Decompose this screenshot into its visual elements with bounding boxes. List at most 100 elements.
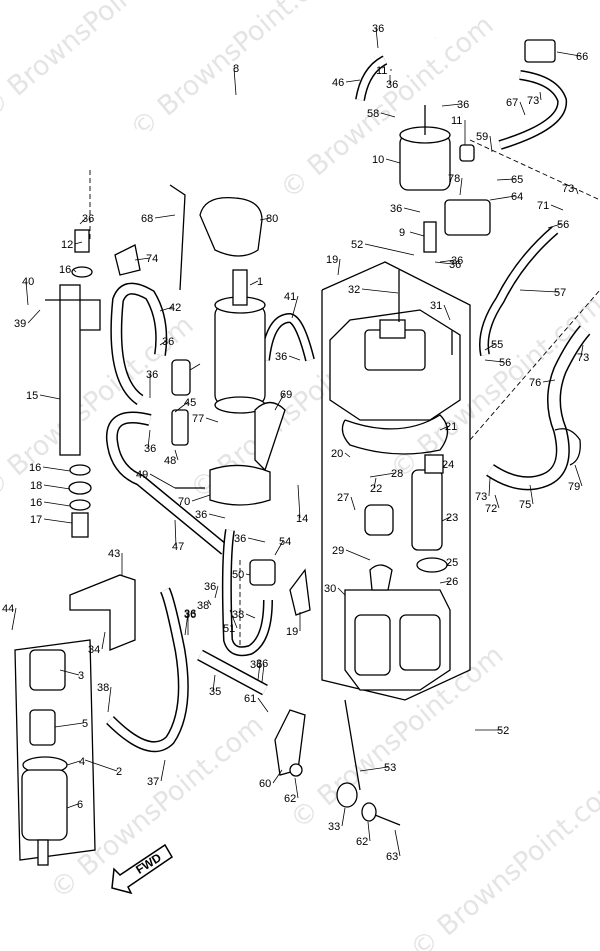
filter-cup-6 xyxy=(21,769,68,841)
callout-leader xyxy=(446,561,451,567)
part-number-label: 52 xyxy=(497,725,509,737)
callout-leader xyxy=(361,288,399,294)
part-number-label: 46 xyxy=(332,77,344,89)
part-number-label: 22 xyxy=(370,483,382,495)
pressure-regulator-50 xyxy=(249,559,276,586)
filter-24 xyxy=(424,454,444,474)
part-number-label: 35 xyxy=(209,686,221,698)
callout-leader xyxy=(442,463,447,469)
callout-leader xyxy=(39,394,61,400)
callout-leader xyxy=(496,178,516,181)
callout-leader xyxy=(274,393,285,411)
callout-leader xyxy=(359,766,389,772)
part-number-label: 63 xyxy=(386,851,398,863)
vapor-separator-bottom xyxy=(344,589,451,691)
callout-leader xyxy=(149,473,176,489)
part-number-label: 24 xyxy=(442,459,454,471)
callout-leader xyxy=(375,27,379,49)
callout-leader xyxy=(443,304,451,321)
part-number-label: 78 xyxy=(448,173,460,185)
callout-leader xyxy=(575,187,579,195)
part-number-label: 14 xyxy=(296,513,308,525)
callout-leader xyxy=(247,537,266,543)
part-number-label: 80 xyxy=(266,213,278,225)
bracket-43 xyxy=(69,574,136,651)
callout-leader xyxy=(159,306,174,312)
fitting-9 xyxy=(423,221,437,253)
callout-leader xyxy=(107,686,112,713)
part-number-label: 31 xyxy=(430,300,442,312)
part-number-label: 73 xyxy=(577,352,589,364)
assembly-frame xyxy=(89,139,600,701)
callout-leader xyxy=(574,464,583,487)
pump-holder-70 xyxy=(209,464,271,506)
callout-leader xyxy=(261,663,265,683)
part-number-label: 36 xyxy=(386,79,398,91)
callout-leader xyxy=(373,477,377,489)
part-number-label: 38 xyxy=(232,609,244,621)
callout-leader xyxy=(439,580,451,584)
bracket-64 xyxy=(444,199,491,236)
part-number-label: 59 xyxy=(476,131,488,143)
part-number-label: 44 xyxy=(2,603,14,615)
part-number-label: 18 xyxy=(30,480,42,492)
part-number-label: 34 xyxy=(88,644,100,656)
callout-leader xyxy=(394,829,401,857)
callout-leader xyxy=(43,501,71,507)
part-number-label: 16 xyxy=(29,462,41,474)
part-number-label: 37 xyxy=(147,776,159,788)
callout-leader xyxy=(488,477,491,497)
part-number-label: 66 xyxy=(576,51,588,63)
part-number-label: 49 xyxy=(136,469,148,481)
part-number-label: 61 xyxy=(244,693,256,705)
part-number-label: 70 xyxy=(178,496,190,508)
callout-leader xyxy=(409,231,425,237)
fitting-66 xyxy=(524,39,556,63)
callout-leader xyxy=(259,217,271,221)
cushion-27 xyxy=(364,504,394,536)
callout-leader xyxy=(66,803,79,809)
callout-leader xyxy=(214,585,219,599)
part-number-label: 41 xyxy=(284,291,296,303)
clamp-79 xyxy=(554,428,581,466)
callout-leader xyxy=(434,261,454,265)
part-number-label: 67 xyxy=(506,97,518,109)
part-number-label: 19 xyxy=(326,254,338,266)
part-number-label: 12 xyxy=(61,239,73,251)
callout-leader xyxy=(54,722,84,728)
callout-leader xyxy=(519,289,559,293)
callout-leader xyxy=(519,101,526,116)
part-number-label: 53 xyxy=(384,762,396,774)
callout-leader xyxy=(580,344,584,358)
callout-leader xyxy=(364,243,415,256)
callout-leader xyxy=(484,343,496,351)
part-number-label: 30 xyxy=(324,583,336,595)
callout-leader xyxy=(337,258,341,276)
part-number-label: 47 xyxy=(172,541,184,553)
callout-leader xyxy=(350,496,356,511)
callout-leader xyxy=(42,466,71,472)
part-number-label: 36 xyxy=(275,351,287,363)
part-number-label: 21 xyxy=(445,421,457,433)
part-number-label: 4 xyxy=(79,756,85,768)
callout-leader xyxy=(441,516,451,522)
part-number-label: 45 xyxy=(184,397,196,409)
watermark: © BrownsPoint.com xyxy=(405,770,600,951)
callout-leader xyxy=(257,662,261,681)
callout-leader xyxy=(297,484,301,519)
callout-leader xyxy=(288,355,301,361)
callout-leader xyxy=(79,217,87,225)
rod-53 xyxy=(344,699,361,791)
callout-leader xyxy=(439,259,456,263)
part-number-label: 27 xyxy=(337,492,349,504)
part-number-label: 2 xyxy=(116,766,122,778)
part-number-label: 39 xyxy=(14,318,26,330)
part-number-label: 36 xyxy=(146,369,158,381)
part-number-label: 36 xyxy=(457,99,469,111)
part-number-label: 48 xyxy=(164,455,176,467)
feed-pump-23 xyxy=(411,469,443,551)
part-number-label: 56 xyxy=(557,219,569,231)
filter-bracket xyxy=(45,229,101,538)
part-number-label: 33 xyxy=(328,821,340,833)
